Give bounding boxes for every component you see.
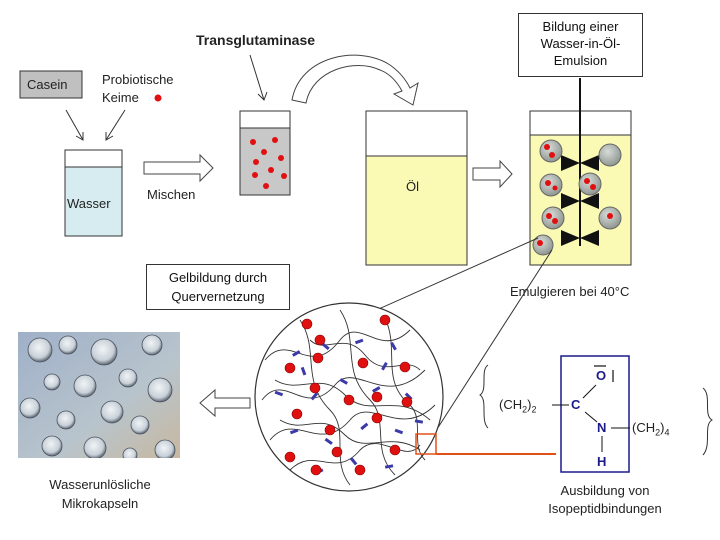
emulsion-line2: Wasser-in-Öl-	[540, 36, 621, 51]
oxygen-atom: O	[596, 368, 607, 383]
microcapsule-photo	[18, 332, 180, 458]
left-ch2-group: (CH2)2	[499, 397, 537, 415]
left-brace	[479, 364, 489, 429]
mixing-label: Mischen	[147, 187, 196, 202]
enzyme-beaker-cells	[250, 137, 287, 189]
water-label: Wasser	[67, 196, 111, 211]
emulsion-line1: Bildung einer	[542, 19, 619, 34]
carbon-atom: C	[571, 397, 581, 412]
arrow-to-emulsion	[472, 159, 513, 189]
transglutaminase-label: Transglutaminase	[196, 32, 316, 48]
capsules-line2: Mikrokapseln	[61, 496, 139, 511]
right-ch2-group: (CH2)4	[632, 420, 670, 438]
isopeptide-line2: Isopeptidbindungen	[548, 501, 662, 516]
emulsion-droplets	[532, 139, 622, 256]
hydrogen-atom: H	[597, 454, 607, 469]
oil-label: Öl	[406, 179, 419, 194]
curved-transfer-arrow	[291, 54, 419, 106]
isopeptide-label: Ausbildung von Isopeptidbindungen	[530, 482, 680, 518]
stirrer-blades	[561, 155, 599, 246]
probiotic-label-line2: Keime	[102, 90, 139, 105]
crosslinked-gel-circle	[254, 302, 444, 492]
arrow-to-capsules	[199, 388, 251, 418]
capsules-line1: Wasserunlösliche	[49, 477, 151, 492]
nitrogen-atom: N	[597, 420, 607, 435]
capsules-label: Wasserunlösliche Mikrokapseln	[34, 475, 166, 513]
gel-line1: Gelbildung durch	[168, 270, 268, 285]
highlight-box	[415, 433, 437, 455]
gel-line2: Quervernetzung	[171, 289, 265, 304]
casein-label: Casein	[27, 77, 68, 92]
probiotic-dot-icon	[154, 94, 162, 102]
arrow-casein-to-water	[65, 109, 84, 141]
emulsion-callout: Bildung einer Wasser-in-Öl- Emulsion	[518, 13, 643, 77]
molecule-box	[560, 355, 630, 473]
emulsion-line3: Emulsion	[553, 53, 608, 68]
isopeptide-line1: Ausbildung von	[560, 483, 650, 498]
arrow-probiotic-to-water	[105, 109, 126, 141]
casein-box	[19, 70, 83, 99]
mix-arrow	[143, 153, 214, 183]
gel-callout: Gelbildung durch Quervernetzung	[146, 264, 290, 310]
right-brace	[702, 387, 714, 456]
emulsify-label: Emulgieren bei 40°C	[510, 284, 630, 299]
probiotic-label-line1: Probiotische	[102, 72, 174, 87]
